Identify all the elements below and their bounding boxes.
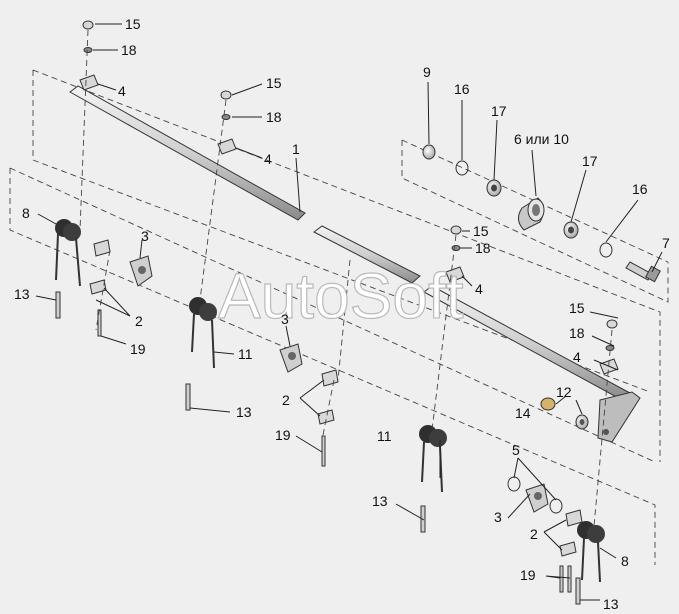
callout-3: 3 [141,228,149,244]
callout-15: 15 [266,75,282,91]
axle-group [422,144,661,283]
callout-8: 8 [621,553,629,569]
washer-9 [422,144,436,160]
bolts-pins [55,291,581,605]
spring-tine-far-right [577,521,605,583]
callout-19: 19 [130,341,146,357]
shaft [69,85,641,443]
callout-2: 2 [530,526,538,542]
fastener-stack-b [217,90,237,155]
callout-18: 18 [569,325,585,341]
callout-labels: 15 18 4 15 18 4 1 9 16 17 6 или 10 17 16… [14,16,670,612]
callout-13: 13 [236,404,252,420]
callout-16: 16 [632,181,648,197]
spring-tine-left [55,219,81,287]
callout-4: 4 [475,281,483,297]
explosion-lines [79,29,613,527]
callout-17: 17 [491,103,507,119]
retaining-ring-16a [455,160,469,176]
callout-2: 2 [282,392,290,408]
callout-18: 18 [475,240,491,256]
watermark: AutoSoft [218,260,464,332]
bushing-ring [540,397,589,430]
callout-13: 13 [603,596,619,612]
callout-3: 3 [494,509,502,525]
retaining-ring-16b [599,242,613,258]
callout-15: 15 [473,223,489,239]
callout-8: 8 [22,205,30,221]
callout-11: 11 [238,346,253,362]
callout-14: 14 [515,405,531,421]
callout-5: 5 [512,442,520,458]
callout-12: 12 [556,384,572,400]
spring-tine-mid [189,297,217,369]
callout-13: 13 [14,286,30,302]
callout-17: 17 [582,153,598,169]
callout-11: 11 [377,428,392,444]
callout-13: 13 [372,493,388,509]
leader-lines [35,23,663,601]
callout-19: 19 [275,427,291,443]
callout-15: 15 [569,300,585,316]
callout-19: 19 [520,567,536,583]
callout-9: 9 [423,64,431,80]
bolt-7 [625,261,653,281]
callout-4: 4 [573,349,581,365]
callout-4: 4 [264,151,272,167]
callout-6-or-10: 6 или 10 [514,131,569,147]
callout-18: 18 [266,109,282,125]
callout-15: 15 [125,16,141,32]
fastener-stack-a [79,20,99,91]
callout-2: 2 [135,313,143,329]
brackets [89,239,583,557]
callout-16: 16 [454,81,470,97]
callout-1: 1 [292,141,300,157]
callout-18: 18 [121,42,137,58]
callout-3: 3 [281,311,289,327]
spring-tine-right [419,425,447,493]
callout-4: 4 [118,83,126,99]
callout-7: 7 [662,235,670,251]
